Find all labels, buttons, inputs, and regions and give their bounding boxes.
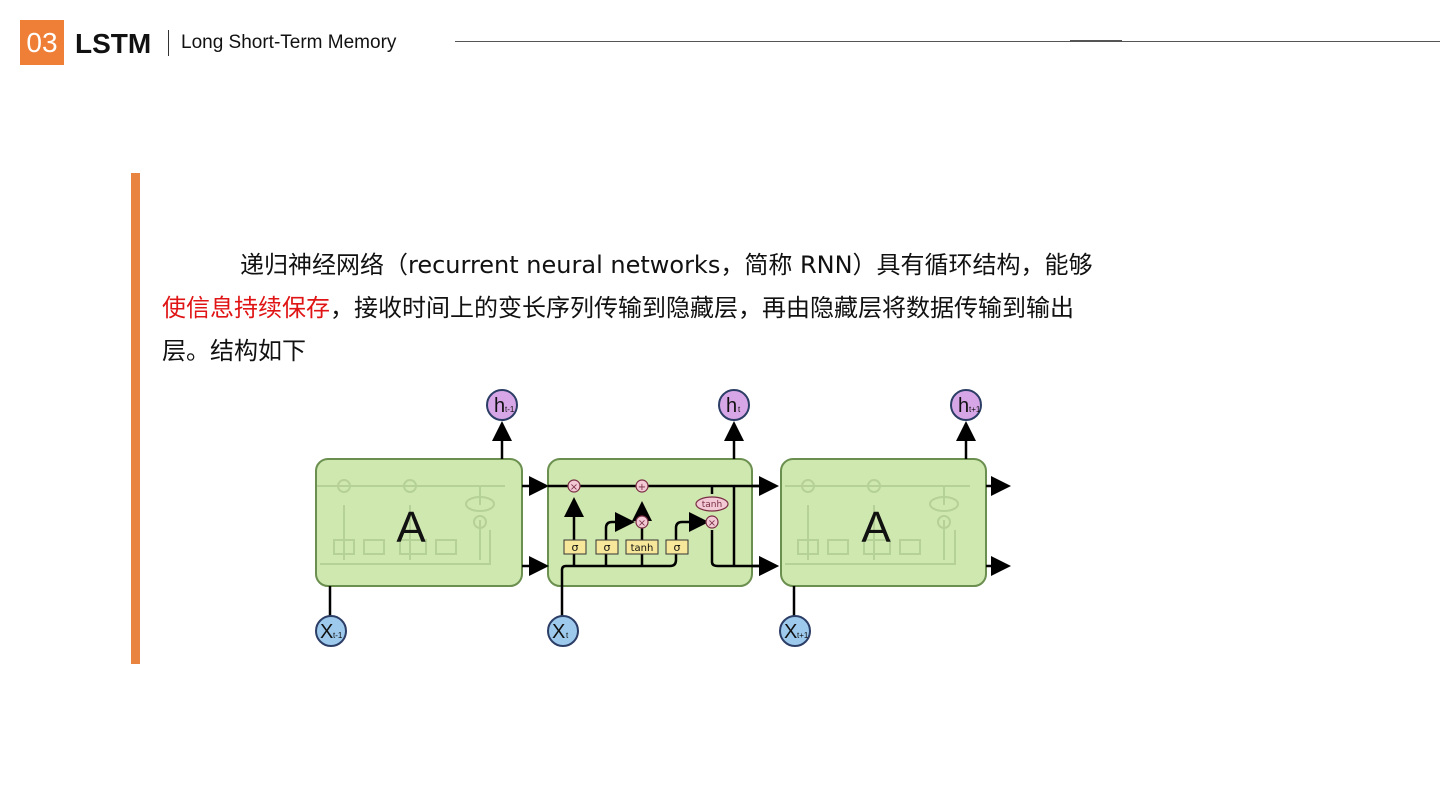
forget-multiply-op xyxy=(567,479,581,493)
header-rule-accent xyxy=(1070,40,1122,42)
gate-label-tanh: tanh xyxy=(631,543,654,554)
paragraph-text-2: ，接收时间上的变长序列传输到隐藏层，再由隐藏层将数据传输到输出层。结构如下 xyxy=(162,294,1074,365)
input-node-current xyxy=(547,615,579,647)
input-sub-prev: t-1 xyxy=(333,631,343,640)
output-node-current xyxy=(718,389,750,421)
input-node-next xyxy=(779,615,811,647)
gate-output xyxy=(665,539,689,555)
output-multiply-op xyxy=(705,515,719,529)
accent-bar xyxy=(131,173,140,664)
output-label-current: h xyxy=(726,395,737,417)
input-multiply-op xyxy=(635,515,649,529)
input-node-prev xyxy=(315,615,347,647)
lstm-cell-left xyxy=(315,458,523,587)
input-label-prev: X xyxy=(320,621,333,643)
tanh-op-label: tanh xyxy=(702,500,722,510)
cell-label-right: A xyxy=(861,503,891,552)
cell-label-left: A xyxy=(396,503,426,552)
gate-forget xyxy=(563,539,587,555)
lstm-cell-right xyxy=(780,458,987,587)
gate-label-input: σ xyxy=(604,541,611,554)
gate-label-output: σ xyxy=(674,541,681,554)
output-sub-prev: t-1 xyxy=(505,405,515,414)
output-node-prev xyxy=(486,389,518,421)
input-sub-next: t+1 xyxy=(797,631,809,640)
gate-input xyxy=(595,539,619,555)
op-label-forget: × xyxy=(570,482,578,493)
op-label-output: × xyxy=(708,518,716,529)
lstm-diagram: A A xyxy=(315,389,1011,647)
body-paragraph: 递归神经网络（recurrent neural networks，简称 RNN）… xyxy=(162,244,1112,373)
output-node-next xyxy=(950,389,982,421)
page-title: LSTM xyxy=(75,28,152,59)
input-label-next: X xyxy=(784,621,797,643)
gate-tanh xyxy=(625,539,659,555)
output-sub-next: t+1 xyxy=(969,405,981,414)
paragraph-text-1: 递归神经网络（recurrent neural networks，简称 RNN）… xyxy=(240,251,1093,279)
gate-label-forget: σ xyxy=(572,541,579,554)
output-label-prev: h xyxy=(494,395,505,417)
input-label-current: X xyxy=(552,621,565,643)
tanh-op xyxy=(695,496,729,512)
header-rule xyxy=(455,41,1440,42)
op-label-input: × xyxy=(638,518,646,529)
page-subtitle: Long Short-Term Memory xyxy=(181,32,397,53)
section-number: 03 xyxy=(20,20,64,65)
output-label-next: h xyxy=(958,395,969,417)
op-label-add: + xyxy=(638,482,646,493)
title-separator xyxy=(168,30,169,56)
input-sub-current: t xyxy=(566,631,569,640)
add-op xyxy=(635,479,649,493)
paragraph-highlight: 使信息持续保存 xyxy=(162,294,330,322)
output-sub-current: t xyxy=(738,405,741,414)
